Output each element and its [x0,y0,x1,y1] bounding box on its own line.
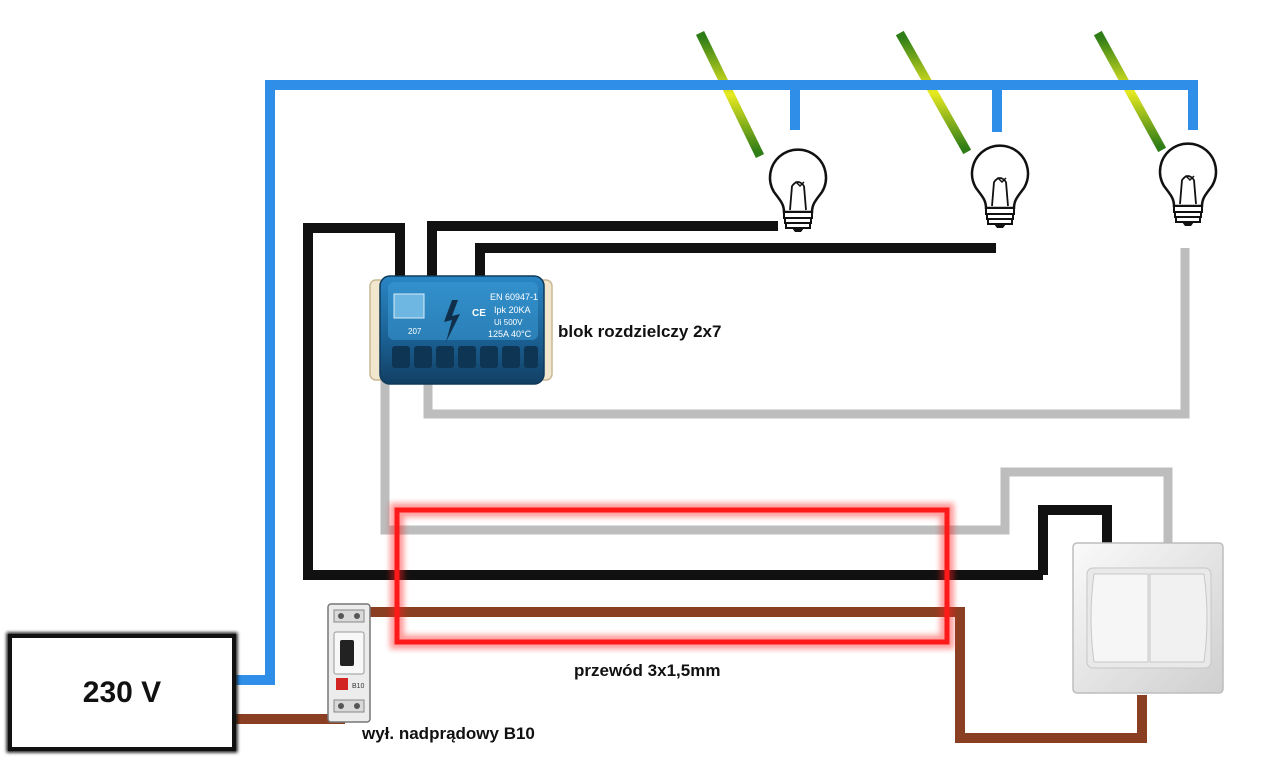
circuit-breaker-icon: B10 [327,603,371,723]
voltage-label: 230 V [83,676,161,709]
switched-wire [380,248,1190,545]
neutral-wire [226,80,1198,685]
light-bulb-icon [970,144,1030,228]
block-current: 125A 40°C [488,329,532,339]
cable-label: przewód 3x1,5mm [574,661,720,680]
breaker-label: wył. nadprądowy B10 [361,724,535,743]
light-bulb-icon [768,148,828,232]
double-switch-icon [1072,542,1224,694]
block-voltage: Ui 500V [494,318,523,327]
earth-wire [175,30,1167,665]
cable-highlight [390,503,954,649]
breaker-rating: B10 [352,683,365,690]
distribution-block-label: blok rozdzielczy 2x7 [558,322,721,341]
distribution-block-icon: EN 60947-1 Ipk 20KA CE Ui 500V 125A 40°C… [369,275,553,385]
light-bulb-icon [1158,142,1218,226]
block-model: 207 [408,327,422,336]
block-ce: CE [472,308,486,319]
brown-phase-wire [222,607,1147,743]
voltage-source: 230 V [6,632,238,753]
block-ipk: Ipk 20KA [494,305,531,315]
block-standard: EN 60947-1 [490,292,538,302]
